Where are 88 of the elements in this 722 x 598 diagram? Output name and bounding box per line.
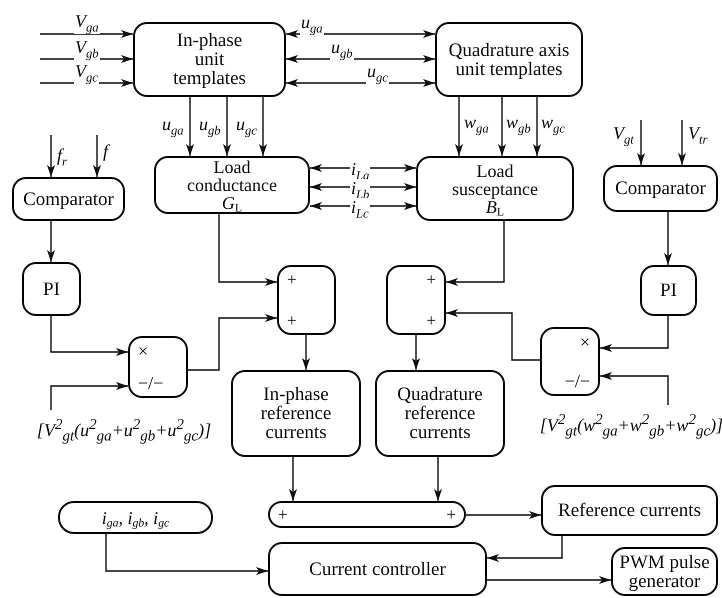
process-box [133, 22, 286, 97]
process-box [611, 547, 718, 596]
arrow [487, 576, 611, 584]
box-label: Quadrature reference currents [396, 385, 484, 442]
operator-block [386, 265, 446, 335]
operator-block [277, 265, 336, 335]
operator-sign: + [278, 506, 288, 523]
box-label: In-phase unit templates [172, 31, 247, 88]
arrow [186, 97, 194, 156]
edge-label: f$_{r}$ [56, 146, 68, 168]
arrow [498, 97, 506, 156]
arrow [466, 511, 541, 519]
process-box [541, 485, 718, 536]
arrow [105, 534, 268, 575]
box-label: PWM pulse generator [618, 552, 711, 590]
arrow [600, 316, 669, 352]
process-box [375, 370, 505, 457]
arrow [50, 316, 128, 356]
arrow [664, 212, 672, 265]
arrow [600, 372, 669, 405]
arrow [310, 164, 416, 172]
arrow [47, 221, 55, 262]
operator-sign: −/− [564, 372, 590, 390]
arrow [188, 314, 277, 371]
operator-block [268, 501, 466, 528]
arrow [289, 457, 297, 501]
box-label: PI [660, 281, 677, 300]
operator-sign: + [287, 271, 297, 288]
arrow [487, 536, 563, 562]
arrow [446, 309, 540, 361]
box-label: PI [43, 280, 60, 298]
arrow [302, 335, 310, 370]
box-label: Current controller [309, 560, 446, 578]
arrow [93, 135, 101, 177]
operator-block [128, 336, 188, 398]
arrow [286, 30, 435, 38]
arrow [286, 55, 435, 63]
process-box [22, 262, 81, 316]
operator-sign: × [580, 333, 590, 351]
arrow [678, 120, 686, 165]
edge-label: f [102, 142, 110, 160]
operator-sign: × [138, 342, 148, 360]
box-label: Quadrature axis unit templates [448, 40, 570, 78]
box-label: Comparator [23, 190, 114, 208]
arrow [310, 202, 416, 210]
process-box [416, 156, 574, 221]
operator-block [540, 327, 600, 396]
box-label: G$_{L}$ [222, 194, 242, 212]
box-label: i$_{ga}$, i$_{gb}$, i$_{gc}$ [102, 508, 170, 526]
box-label: Load conductance [186, 158, 278, 194]
arrow [286, 79, 435, 87]
arrow [412, 335, 420, 370]
box-label: Comparator [615, 179, 706, 198]
arrow [455, 97, 463, 156]
edge-label: i$_{Lc}$ [350, 198, 370, 220]
edge-label: V$_{ga}$ [74, 12, 100, 34]
arrow [310, 183, 416, 191]
arrow [637, 120, 645, 165]
arrow [446, 221, 505, 286]
process-box [603, 165, 718, 212]
arrow [40, 30, 133, 38]
process-box [154, 156, 310, 214]
arrow [218, 214, 277, 286]
process-box [640, 265, 697, 316]
operator-sign: + [426, 312, 436, 329]
process-box [268, 542, 487, 596]
process-box [231, 370, 361, 457]
box-label: B$_{L}$ [486, 198, 504, 216]
process-box [435, 22, 583, 97]
operator-sign: + [287, 312, 297, 329]
box-label: In-phase reference currents [260, 385, 332, 442]
arrow [434, 457, 442, 501]
operator-sign: −/− [138, 374, 164, 392]
process-box [12, 177, 125, 221]
arrow [223, 97, 231, 156]
process-box [58, 501, 213, 534]
edge-label: V$_{gc}$ [74, 62, 99, 84]
box-label: Load susceptance [451, 162, 539, 198]
box-label: Reference currents [558, 501, 701, 520]
edge-label: V$_{tr}$ [687, 124, 708, 146]
arrow [533, 97, 541, 156]
arrow [259, 97, 267, 156]
edge-label: V$_{gt}$ [612, 124, 635, 146]
arrow [47, 135, 55, 177]
operator-sign: + [446, 506, 456, 523]
edge-label: V$_{gb}$ [74, 38, 100, 60]
arrow [50, 382, 128, 410]
operator-sign: + [426, 271, 436, 288]
